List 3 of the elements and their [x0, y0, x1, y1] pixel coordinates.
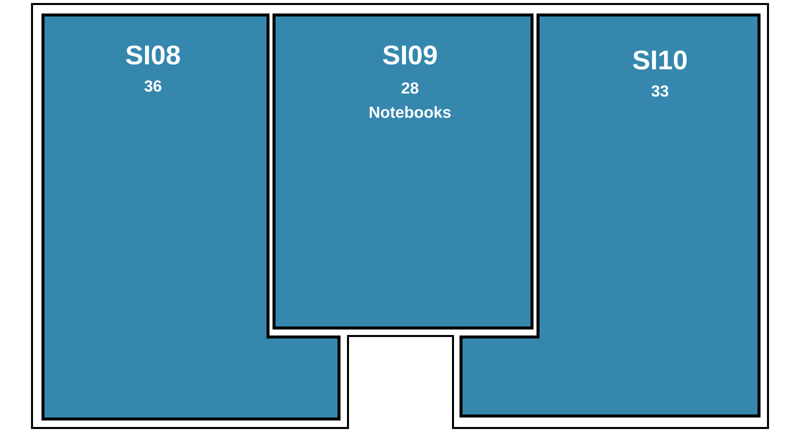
- room: SI10 33: [460, 14, 760, 418]
- room: SI08 36: [42, 14, 340, 420]
- room: SI09 28 Notebooks: [272, 14, 534, 330]
